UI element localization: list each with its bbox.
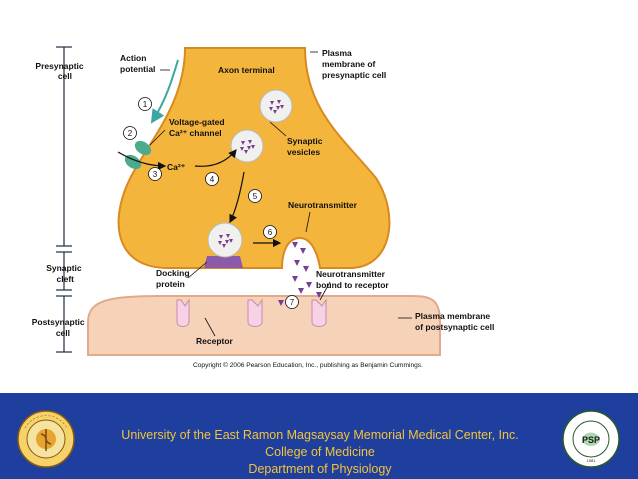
voltage-gated-channel: [124, 154, 142, 170]
copyright-notice: Copyright © 2006 Pearson Education, Inc.…: [193, 362, 423, 369]
docking-protein-label: Docking protein: [156, 268, 192, 289]
synaptic-vesicle: [230, 129, 264, 163]
step-4: 4: [205, 172, 219, 186]
svg-text:3: 3: [153, 170, 158, 179]
step-2: 2: [123, 126, 137, 140]
synaptic-vesicle: [207, 222, 243, 258]
neurotransmitter-molecules: [278, 242, 322, 306]
synaptic-cleft-label: Synaptic cleft: [46, 263, 84, 284]
step-3: 3: [148, 167, 162, 181]
voltage-gated-channel-label: Voltage-gated Ca²⁺ channel: [169, 117, 227, 138]
ca-influx-arrow: [117, 151, 167, 171]
receptor: [247, 298, 263, 327]
postsynaptic-cell: [87, 295, 441, 356]
action-potential-arrow: [150, 59, 179, 124]
footer-bar: University of the East Ramon Magsaysay M…: [0, 393, 638, 479]
action-potential-label: Action potential: [120, 53, 155, 74]
synaptic-vesicles-label: Synaptic vesicles: [287, 136, 325, 157]
synapse-diagram: 1 2 3 4 5 6 7 Presynaptic cell Action po…: [32, 46, 494, 356]
institution-name: University of the East Ramon Magsaysay M…: [121, 428, 519, 442]
presynaptic-cell-label: Presynaptic cell: [35, 61, 86, 81]
step-1: 1: [138, 97, 152, 111]
plasma-membrane-post-label: Plasma membrane of postsynaptic cell: [415, 311, 494, 332]
vesicle-move-arrow: [229, 171, 245, 224]
receptor: [311, 298, 327, 327]
svg-text:1: 1: [143, 100, 148, 109]
receptor-label: Receptor: [196, 336, 234, 346]
calcium-label: Ca²⁺: [167, 162, 186, 172]
docking-protein: [204, 256, 243, 268]
receptor: [176, 298, 190, 327]
axon-terminal-label: Axon terminal: [218, 65, 275, 75]
step-6: 6: [263, 225, 277, 239]
neurotransmitter-bound-label: Neurotransmitter bound to receptor: [316, 269, 389, 290]
step-5: 5: [248, 189, 262, 203]
region-bracket: [56, 46, 72, 353]
svg-text:5: 5: [253, 192, 258, 201]
uermmmc-logo: [17, 410, 75, 468]
leader-lines: [149, 51, 412, 337]
svg-text:1981: 1981: [587, 458, 597, 463]
svg-text:4: 4: [210, 175, 215, 184]
svg-text:2: 2: [128, 129, 133, 138]
step-7: 7: [285, 295, 299, 309]
neurotransmitter-label: Neurotransmitter: [288, 200, 358, 210]
synaptic-vesicle: [259, 89, 293, 123]
college-name: College of Medicine: [265, 445, 375, 459]
department-name: Department of Physiology: [248, 462, 392, 476]
plasma-membrane-pre-label: Plasma membrane of presynaptic cell: [322, 48, 386, 80]
svg-text:PSP: PSP: [582, 435, 600, 445]
vesicle-fusion-arrow: [194, 149, 237, 167]
voltage-gated-channel: [134, 140, 152, 156]
svg-text:6: 6: [268, 228, 273, 237]
psp-logo: PSP 1981: [562, 410, 620, 468]
postsynaptic-cell-label: Postsynaptic cell: [32, 317, 87, 338]
svg-text:7: 7: [290, 298, 295, 307]
